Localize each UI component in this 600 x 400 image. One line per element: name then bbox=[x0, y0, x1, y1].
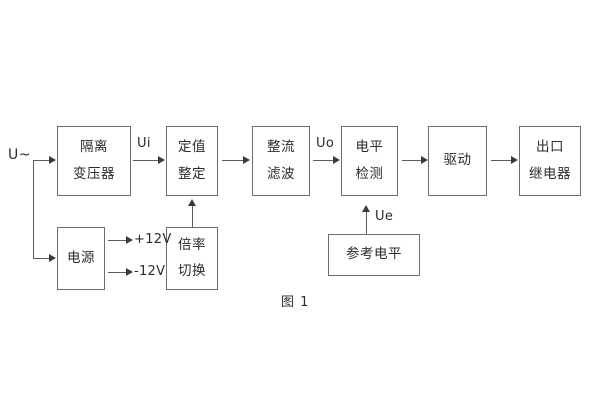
block-multiplier-switch: 倍率 切换 bbox=[166, 227, 218, 290]
arrowhead-driver-to-relay bbox=[511, 156, 518, 164]
line-rail-positive bbox=[108, 240, 127, 241]
line-driver-to-relay bbox=[491, 160, 512, 161]
line-isolation-to-setting bbox=[133, 160, 159, 161]
arrowhead-level-to-driver bbox=[421, 156, 428, 164]
block-driver: 驱动 bbox=[428, 126, 487, 196]
block-setting-value-line-1: 定值 bbox=[178, 139, 206, 155]
input-bottom-connector-line bbox=[33, 258, 50, 259]
block-isolation-transformer-line-1: 隔离 bbox=[80, 139, 108, 155]
arrowhead-to-power-supply bbox=[49, 254, 56, 262]
block-isolation-transformer: 隔离 变压器 bbox=[57, 126, 131, 196]
block-output-relay-line-1: 出口 bbox=[536, 139, 564, 155]
arrowhead-rectifier-to-level bbox=[333, 156, 340, 164]
block-rectifier-filter-line-2: 滤波 bbox=[267, 165, 295, 182]
block-output-relay-line-2: 继电器 bbox=[529, 165, 571, 182]
block-driver-line-1: 驱动 bbox=[443, 152, 472, 169]
line-level-to-driver bbox=[402, 160, 422, 161]
input-voltage-label: U~ bbox=[8, 147, 31, 163]
arrowhead-isolation-to-setting bbox=[158, 156, 165, 164]
line-setting-to-rectifier bbox=[222, 160, 244, 161]
block-power-supply-line-1: 电源 bbox=[67, 249, 95, 266]
input-top-connector-line bbox=[33, 160, 50, 161]
input-branch-vertical-line bbox=[33, 160, 34, 258]
signal-label-ue: Ue bbox=[375, 209, 394, 224]
block-reference-level-line-1: 参考电平 bbox=[346, 246, 402, 263]
block-rectifier-filter-line-1: 整流 bbox=[267, 139, 295, 155]
figure-caption: 图 1 bbox=[281, 295, 310, 310]
block-multiplier-switch-line-1: 倍率 bbox=[178, 236, 206, 253]
line-rectifier-to-level bbox=[313, 160, 334, 161]
block-setting-value-line-2: 整定 bbox=[178, 165, 206, 182]
block-multiplier-switch-line-2: 切换 bbox=[178, 263, 206, 279]
arrowhead-rail-positive bbox=[126, 236, 133, 244]
block-level-detection: 电平 检测 bbox=[341, 126, 398, 196]
arrowhead-multiplier-to-setting bbox=[188, 199, 196, 206]
block-power-supply: 电源 bbox=[57, 227, 105, 290]
arrowhead-reference-to-level bbox=[362, 205, 370, 212]
block-setting-value: 定值 整定 bbox=[166, 126, 218, 196]
arrowhead-to-isolation-transformer bbox=[49, 156, 56, 164]
signal-label-uo: Uo bbox=[316, 136, 335, 151]
line-reference-to-level bbox=[366, 209, 367, 234]
arrowhead-rail-negative bbox=[126, 268, 133, 276]
power-rail-negative-label: -12V bbox=[134, 264, 166, 279]
block-level-detection-line-2: 检测 bbox=[355, 165, 384, 182]
line-multiplier-to-setting bbox=[192, 203, 193, 227]
block-rectifier-filter: 整流 滤波 bbox=[252, 126, 310, 196]
line-rail-negative bbox=[108, 272, 127, 273]
signal-label-ui: Ui bbox=[137, 136, 151, 151]
block-output-relay: 出口 继电器 bbox=[519, 126, 581, 196]
block-isolation-transformer-line-2: 变压器 bbox=[73, 165, 115, 182]
power-rail-positive-label: +12V bbox=[134, 232, 172, 247]
arrowhead-setting-to-rectifier bbox=[243, 156, 250, 164]
block-level-detection-line-1: 电平 bbox=[355, 139, 384, 155]
block-reference-level: 参考电平 bbox=[328, 234, 420, 276]
